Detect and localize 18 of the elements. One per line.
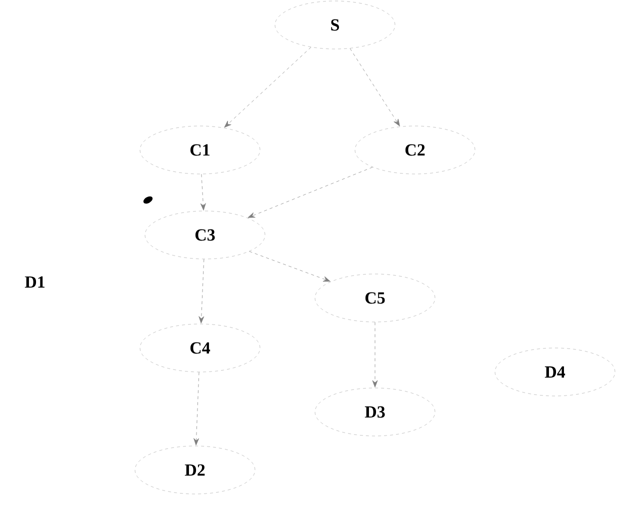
- arrow: [200, 174, 206, 210]
- arrow: [224, 46, 312, 128]
- node-label: D1: [24, 276, 45, 288]
- arrow: [372, 322, 378, 388]
- ellipse-node: C4: [140, 324, 260, 372]
- ellipse-node: C1: [140, 126, 260, 174]
- ellipse-node: D3: [314, 388, 436, 436]
- arrow: [248, 166, 373, 218]
- ellipse-node: S: [274, 0, 396, 50]
- ellipse-node: D2: [134, 446, 256, 494]
- arrow: [194, 372, 200, 446]
- arrow: [249, 251, 330, 282]
- ellipse-node: C2: [354, 126, 476, 174]
- arrow: [350, 48, 400, 126]
- ellipse-node: C3: [144, 210, 266, 260]
- ellipse-node: D4: [494, 348, 616, 396]
- ellipse-node: C5: [314, 274, 436, 322]
- arrow: [198, 258, 204, 324]
